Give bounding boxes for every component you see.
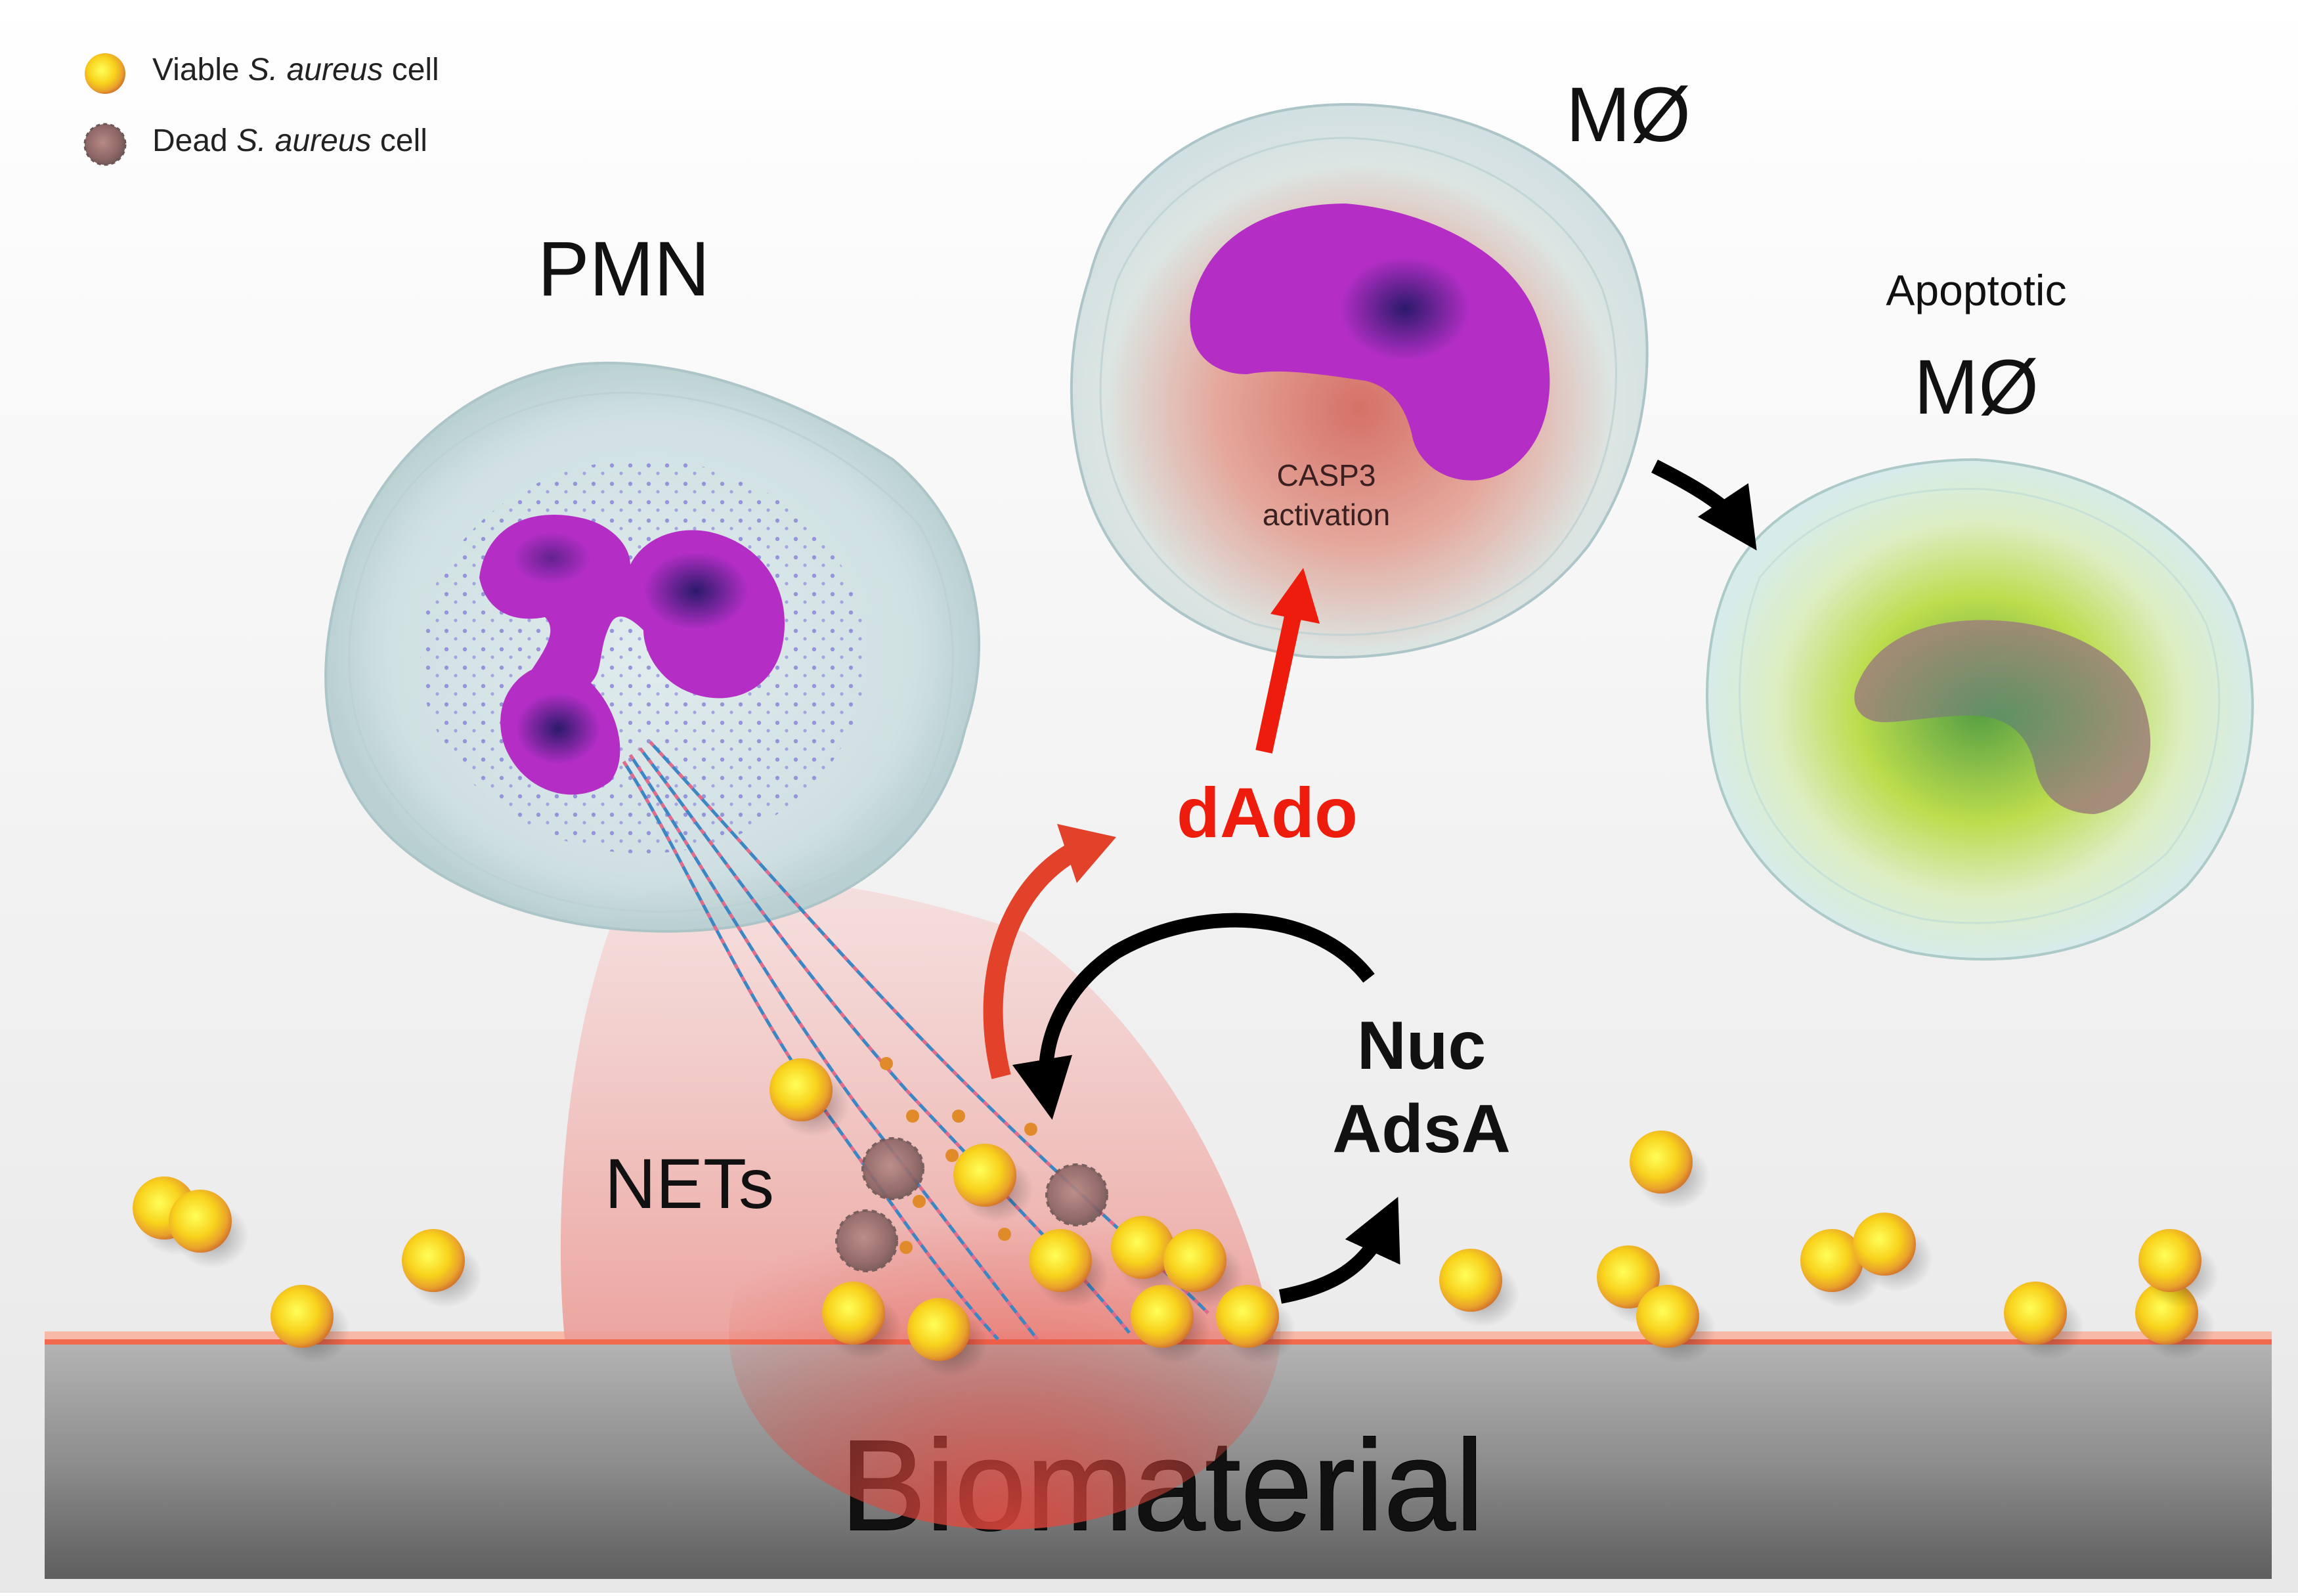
viable-s-aureus-cell bbox=[1853, 1213, 1916, 1276]
nets-label: NETs bbox=[605, 1144, 774, 1223]
legend-viable-prefix: Viable bbox=[152, 53, 248, 87]
apoptotic-macrophage-cell bbox=[1706, 458, 2254, 961]
casp3-label-line2: activation bbox=[1263, 498, 1390, 532]
nuclease-cycle-arrows bbox=[1012, 913, 1400, 1304]
legend-viable-label: Viable S. aureus cell bbox=[152, 53, 439, 87]
debris-dot bbox=[906, 1110, 919, 1123]
legend-dead-suffix: cell bbox=[372, 123, 427, 158]
viable-s-aureus-cell bbox=[169, 1190, 232, 1253]
legend-dead-label: Dead S. aureus cell bbox=[152, 123, 427, 158]
dado-label: dAdo bbox=[1177, 773, 1358, 852]
viable-s-aureus-cell bbox=[1163, 1229, 1226, 1292]
macrophage-cell bbox=[1070, 103, 1649, 659]
viable-s-aureus-cell bbox=[2004, 1282, 2067, 1345]
viable-s-aureus-cell bbox=[1800, 1229, 1863, 1292]
macrophage-label: MØ bbox=[1566, 72, 1691, 158]
debris-dot bbox=[913, 1195, 926, 1208]
legend-dead-species: S. aureus bbox=[236, 123, 371, 158]
viable-s-aureus-cell bbox=[770, 1058, 833, 1121]
viable-s-aureus-cell bbox=[1636, 1285, 1699, 1348]
legend-viable-species: S. aureus bbox=[248, 53, 383, 87]
viable-s-aureus-cell bbox=[1597, 1245, 1660, 1308]
legend-viable-suffix: cell bbox=[383, 53, 439, 87]
debris-dot bbox=[900, 1241, 913, 1254]
legend: Viable S. aureus cell Dead S. aureus cel… bbox=[83, 53, 439, 166]
nets-to-dado-arrow bbox=[983, 824, 1116, 1079]
nuc-label: Nuc bbox=[1357, 1008, 1486, 1084]
debris-dot bbox=[998, 1228, 1011, 1241]
bacteria-layer bbox=[133, 1057, 2219, 1377]
apoptotic-label-line1: Apoptotic bbox=[1886, 266, 2066, 314]
debris-dot bbox=[945, 1149, 959, 1162]
debris-dot bbox=[1024, 1123, 1037, 1136]
viable-s-aureus-cell bbox=[402, 1229, 465, 1292]
viable-s-aureus-cell bbox=[2138, 1229, 2201, 1292]
debris-dot bbox=[880, 1057, 893, 1070]
legend-viable-swatch bbox=[85, 53, 125, 94]
legend-dead-swatch bbox=[83, 123, 127, 166]
pmn-label: PMN bbox=[538, 226, 710, 313]
viable-s-aureus-cell bbox=[271, 1285, 334, 1348]
apoptosis-arrow bbox=[1651, 460, 1757, 551]
dead-s-aureus-cell bbox=[1045, 1163, 1108, 1226]
viable-s-aureus-cell bbox=[1630, 1131, 1693, 1194]
viable-s-aureus-cell bbox=[1029, 1229, 1092, 1292]
debris-dot bbox=[952, 1110, 965, 1123]
pmn-cell bbox=[324, 361, 981, 933]
viable-s-aureus-cell bbox=[1216, 1285, 1279, 1348]
viable-s-aureus-cell bbox=[1439, 1249, 1502, 1312]
casp3-label-line1: CASP3 bbox=[1277, 458, 1376, 492]
dado-to-macrophage-arrow bbox=[1255, 568, 1320, 754]
viable-s-aureus-cell bbox=[822, 1282, 885, 1345]
viable-s-aureus-cell bbox=[953, 1144, 1016, 1207]
viable-s-aureus-cell bbox=[1111, 1216, 1174, 1279]
adsa-label: AdsA bbox=[1332, 1091, 1511, 1167]
legend-dead-prefix: Dead bbox=[152, 123, 236, 158]
dead-s-aureus-cell bbox=[861, 1137, 924, 1200]
viable-s-aureus-cell bbox=[1131, 1285, 1194, 1348]
dead-s-aureus-cell bbox=[835, 1209, 898, 1272]
viable-s-aureus-cell bbox=[907, 1298, 970, 1361]
apoptotic-label-line2: MØ bbox=[1914, 344, 2039, 431]
